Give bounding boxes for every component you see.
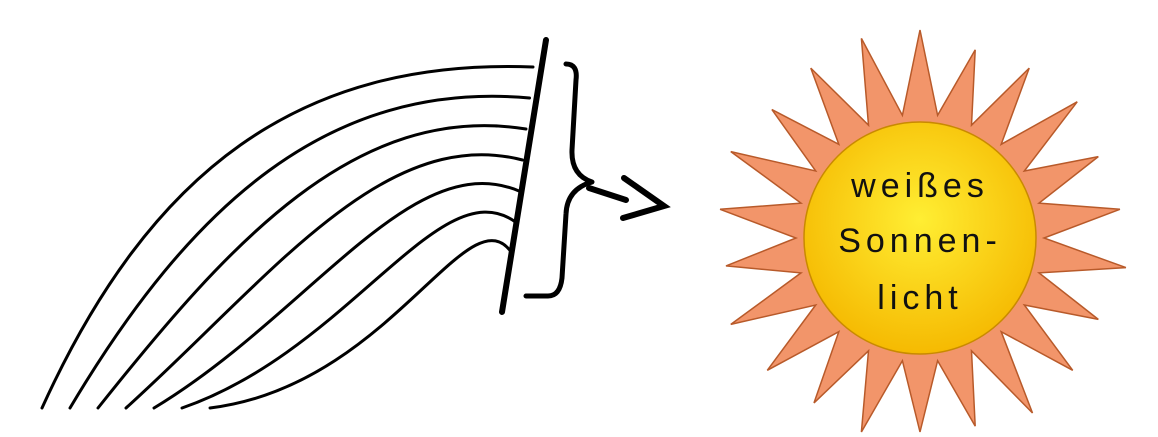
sun-label-line-2: Sonnen- [838, 222, 1002, 260]
light-ray [210, 241, 512, 408]
arrow-icon [589, 178, 664, 218]
light-ray [70, 96, 530, 408]
light-ray [182, 212, 516, 408]
light-ray [98, 126, 526, 408]
light-ray [42, 66, 533, 408]
sun-label-line-3: licht [877, 279, 962, 317]
sun-label-line-1: weißes [850, 167, 989, 205]
light-ray-bundle [42, 66, 533, 408]
screen-line [502, 40, 546, 312]
sun: weißes Sonnen- licht [720, 30, 1126, 432]
